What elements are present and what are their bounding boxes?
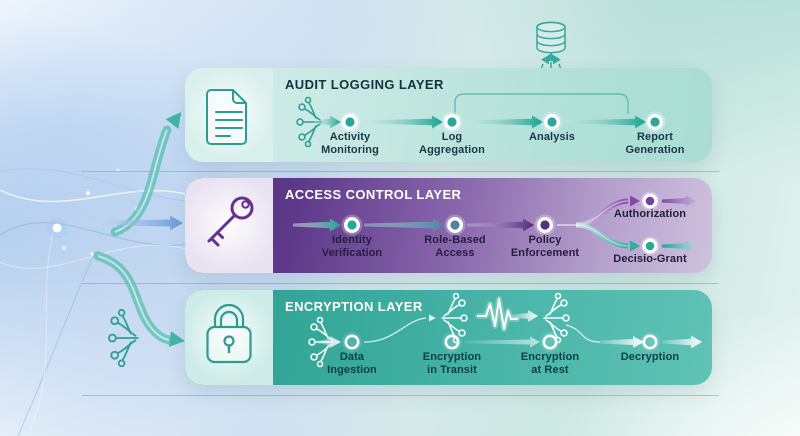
step-label-encryption-at-rest: Encryption at Rest — [520, 351, 580, 377]
curved-arrow-to-encryption-layer — [93, 251, 185, 347]
step-label-data-ingestion: Data Ingestion — [327, 351, 377, 377]
database-icon — [536, 21, 566, 54]
branch-label-authorization: Authorization — [613, 208, 687, 220]
layer-title-access: ACCESS CONTROL LAYER — [285, 187, 462, 202]
curved-arrow-to-audit-layer — [110, 112, 182, 237]
branch-label-decision-grant: Decisio-Grant — [613, 253, 687, 265]
step-label-decryption: Decryption — [620, 351, 680, 363]
step-label-report-generation: Report Generation — [625, 131, 685, 157]
step-label-activity-monitoring: Activity Monitoring — [321, 131, 379, 157]
layer-title-encryption: ENCRYPTION LAYER — [285, 299, 423, 314]
step-label-identity-verification: Identity Verification — [321, 234, 383, 260]
step-label-analysis: Analysis — [528, 131, 576, 143]
straight-arrow-to-access-layer — [90, 215, 183, 231]
step-label-encryption-in-transit: Encryption in Transit — [422, 351, 482, 377]
circuit-icon — [108, 308, 139, 368]
audit-layer-icon-panel — [185, 68, 273, 162]
access-layer-icon-panel — [185, 178, 273, 273]
step-label-policy-enforcement: Policy Enforcement — [510, 234, 580, 260]
encryption-layer-icon-panel — [185, 290, 273, 385]
layer-title-audit: AUDIT LOGGING LAYER — [285, 77, 444, 92]
step-label-log-aggregation: Log Aggregation — [419, 131, 485, 157]
step-label-role-based-access: Role-Based Access — [424, 234, 486, 260]
